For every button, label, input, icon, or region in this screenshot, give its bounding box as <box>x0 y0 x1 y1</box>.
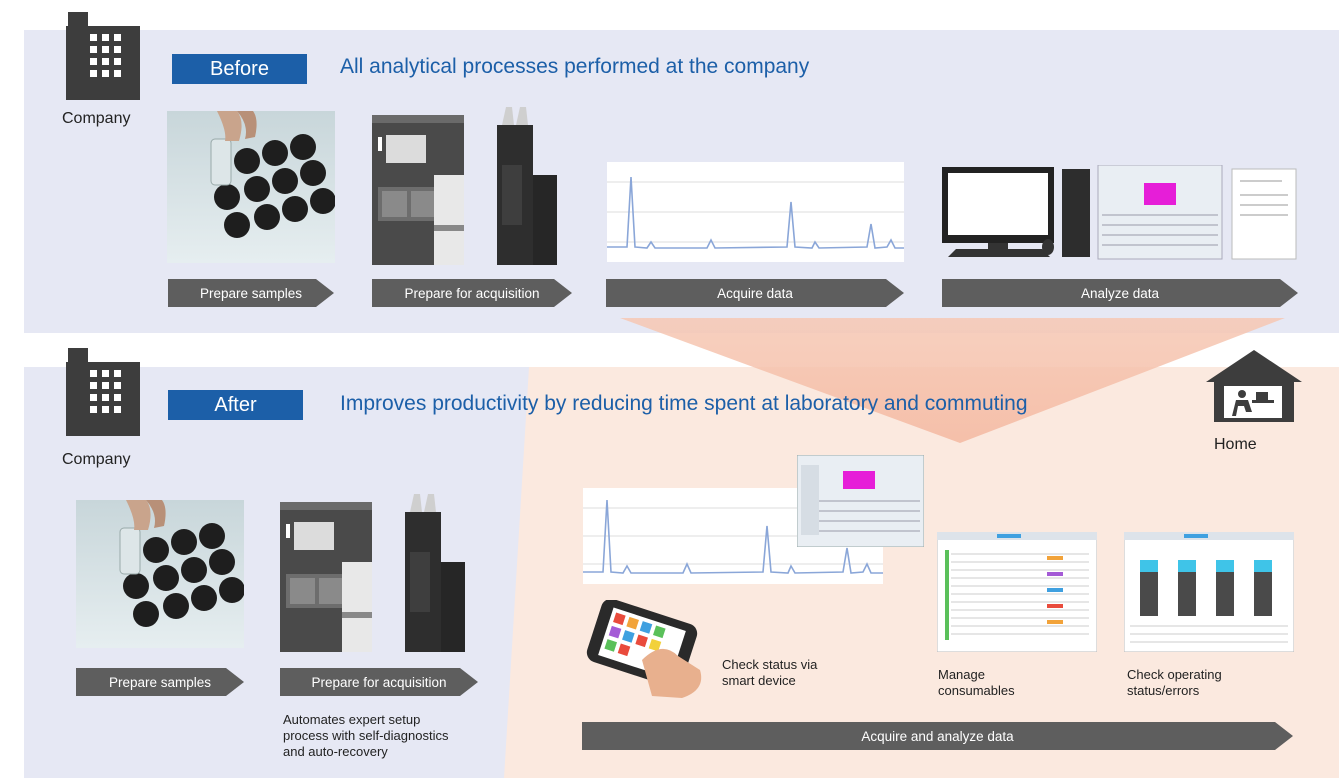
consumables-screenshot <box>937 532 1097 652</box>
company-label-before: Company <box>62 110 131 127</box>
lc-instrument-illustration <box>372 105 562 265</box>
smart-device-illustration <box>582 600 712 700</box>
sample-vials-photo <box>167 111 335 263</box>
home-region <box>24 367 1339 778</box>
company-building-icon <box>66 12 140 100</box>
after-step-prepare-acquisition: Prepare for acquisition <box>280 668 478 696</box>
analysis-software-screenshot <box>797 455 924 547</box>
smart-device-caption: Check status via smart device <box>722 657 818 688</box>
after-step-prepare-samples: Prepare samples <box>76 668 244 696</box>
operating-status-screenshot <box>1124 532 1294 652</box>
consumables-caption: Manage consumables <box>938 667 1015 698</box>
before-step-analyze-data: Analyze data <box>942 279 1298 307</box>
home-label: Home <box>1214 436 1257 453</box>
before-step-prepare-samples: Prepare samples <box>168 279 334 307</box>
after-badge: After <box>168 390 303 420</box>
operating-status-caption: Check operating status/errors <box>1127 667 1222 698</box>
before-step-prepare-acquisition: Prepare for acquisition <box>372 279 572 307</box>
before-headline: All analytical processes performed at th… <box>340 55 810 78</box>
automation-note: Automates expert setup process with self… <box>283 712 449 759</box>
chromatogram-before <box>607 162 904 262</box>
home-icon <box>1206 350 1302 422</box>
funnel-arrow <box>620 318 1285 443</box>
after-headline: Improves productivity by reducing time s… <box>340 392 1028 415</box>
after-step-acquire-analyze: Acquire and analyze data <box>582 722 1293 750</box>
lc-instrument-illustration <box>280 492 470 652</box>
before-step-acquire-data: Acquire data <box>606 279 904 307</box>
company-label-after: Company <box>62 451 131 468</box>
company-building-icon <box>66 348 140 436</box>
sample-vials-photo <box>76 500 244 648</box>
workstation-illustration <box>942 165 1302 265</box>
before-badge: Before <box>172 54 307 84</box>
